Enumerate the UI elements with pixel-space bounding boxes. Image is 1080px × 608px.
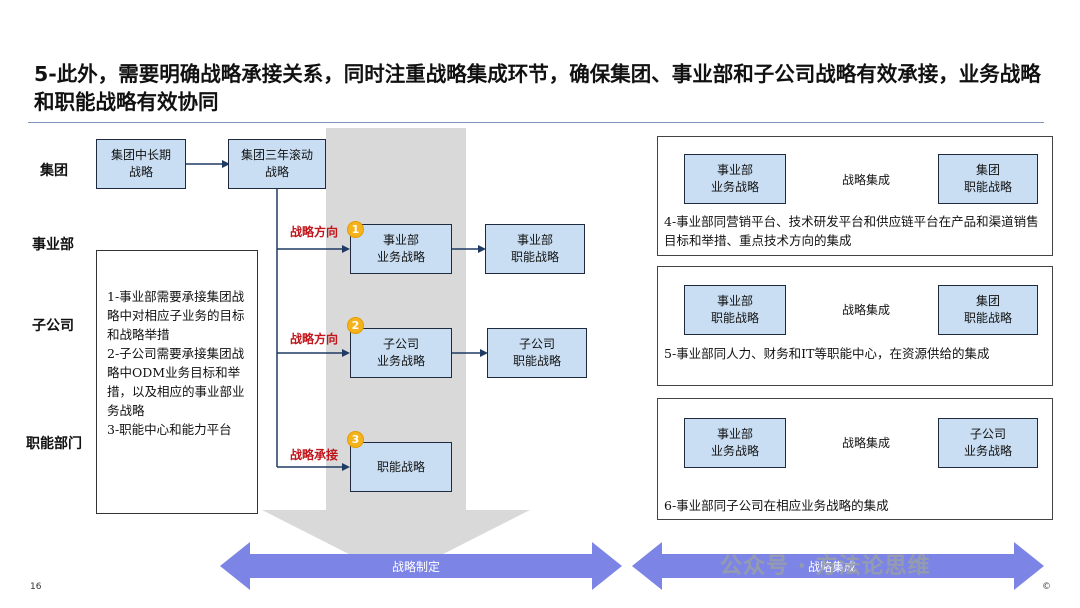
direction-label-2: 战略方向 (290, 332, 339, 346)
direction-label-1: 战略方向 (290, 225, 339, 239)
note-item-3: 3-职能中心和能力平台 (107, 422, 232, 437)
notes-box: 1-事业部需要承接集团战略中对相应子业务的目标和战略举措 2-子公司需要承接集团… (96, 250, 258, 514)
row-label-group: 集团 (40, 163, 68, 179)
copyright-mark: © (1042, 582, 1051, 592)
division-functional-strategy-box: 事业部 职能战略 (485, 224, 585, 274)
panel6-left-box: 事业部 业务战略 (684, 418, 786, 468)
direction-label-3: 战略承接 (290, 448, 339, 462)
subsidiary-functional-strategy-box: 子公司 职能战略 (487, 328, 587, 378)
panel5-description: 5-事业部同人力、财务和IT等职能中心，在资源供给的集成 (664, 346, 990, 361)
page-number: 16 (30, 582, 42, 592)
panel4-right-box: 集团 职能战略 (938, 154, 1038, 204)
formulation-label: 战略制定 (392, 560, 441, 574)
panel4-middle-label: 战略集成 (841, 173, 890, 187)
row-label-functional: 职能部门 (26, 436, 82, 452)
panel4-left-box: 事业部 业务战略 (684, 154, 786, 204)
integration-bottom-arrow (632, 542, 1044, 590)
subsidiary-business-strategy-box: 子公司 业务战略 (350, 328, 452, 378)
watermark: 公众号 · 方法论思维 (720, 554, 931, 579)
functional-strategy-box: 职能战略 (350, 442, 452, 492)
panel5-left-box: 事业部 职能战略 (684, 285, 786, 335)
badge-2: 2 (347, 317, 364, 334)
badge-3: 3 (347, 431, 364, 448)
note-item-2: 2-子公司需要承接集团战略中ODM业务目标和举措，以及相应的事业部业务战略 (107, 346, 245, 418)
group-long-term-strategy-box: 集团中长期 战略 (96, 139, 186, 189)
row-label-division: 事业部 (32, 237, 74, 253)
title-divider (28, 122, 1044, 123)
panel6-description: 6-事业部同子公司在相应业务战略的集成 (664, 498, 889, 513)
badge-1: 1 (347, 221, 364, 238)
note-item-1: 1-事业部需要承接集团战略中对相应子业务的目标和战略举措 (107, 289, 245, 342)
panel6-right-box: 子公司 业务战略 (938, 418, 1038, 468)
division-business-strategy-box: 事业部 业务战略 (350, 224, 452, 274)
group-rolling-strategy-box: 集团三年滚动 战略 (228, 139, 326, 189)
panel5-middle-label: 战略集成 (841, 303, 890, 317)
panel6-middle-label: 战略集成 (841, 436, 890, 450)
panel5-right-box: 集团 职能战略 (938, 285, 1038, 335)
row-label-subsidiary: 子公司 (32, 318, 74, 334)
formulation-bottom-arrow (220, 542, 622, 590)
integration-label: 战略集成 (808, 560, 857, 574)
panel4-description: 4-事业部同营销平台、技术研发平台和供应链平台在产品和渠道销售目标和举措、重点技… (664, 214, 1039, 248)
page-title: 5-此外，需要明确战略承接关系，同时注重战略集成环节，确保集团、事业部和子公司战… (34, 62, 1041, 114)
